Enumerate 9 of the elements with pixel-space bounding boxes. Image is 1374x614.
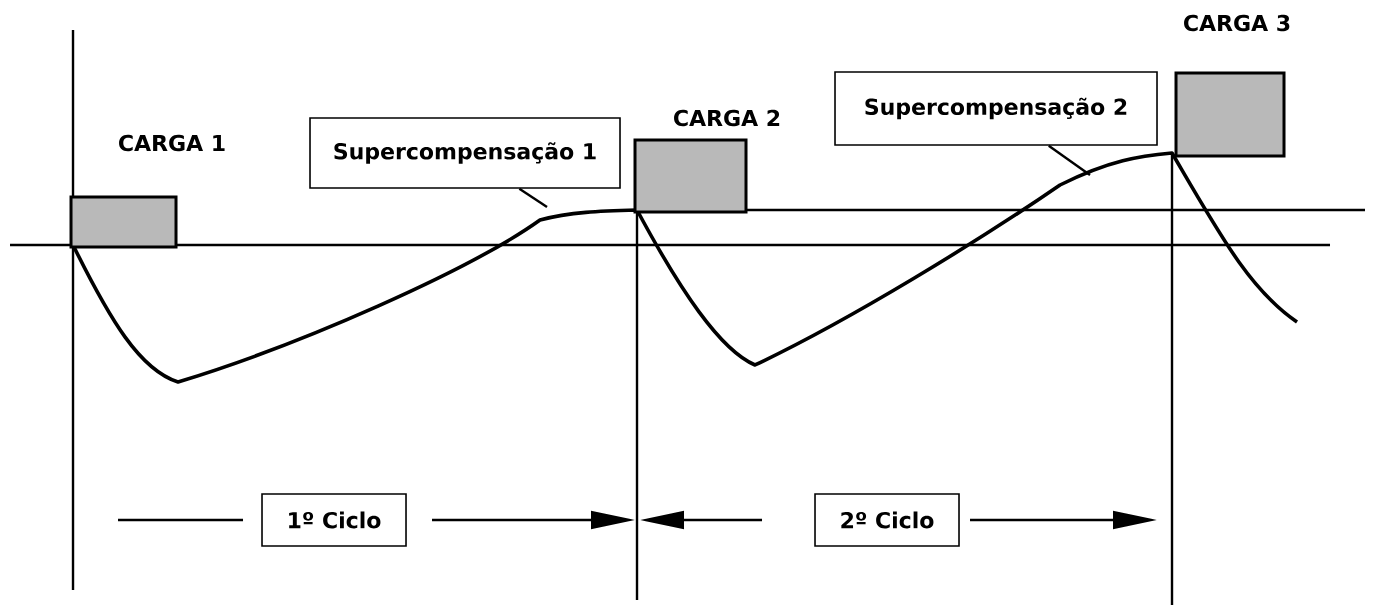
load-heading: CARGA 1 [119, 134, 225, 152]
leader-line [518, 187, 548, 208]
callout-box: Supercompensação 1 [309, 117, 621, 189]
load-heading: CARGA 2 [674, 109, 780, 127]
load-heading: CARGA 3 [1184, 14, 1290, 32]
cycle-label-box: 1º Ciclo [261, 493, 407, 547]
cycle-label-box: 2º Ciclo [814, 493, 960, 547]
callout-box: Supercompensação 2 [834, 71, 1158, 146]
leader-line [1048, 144, 1091, 176]
